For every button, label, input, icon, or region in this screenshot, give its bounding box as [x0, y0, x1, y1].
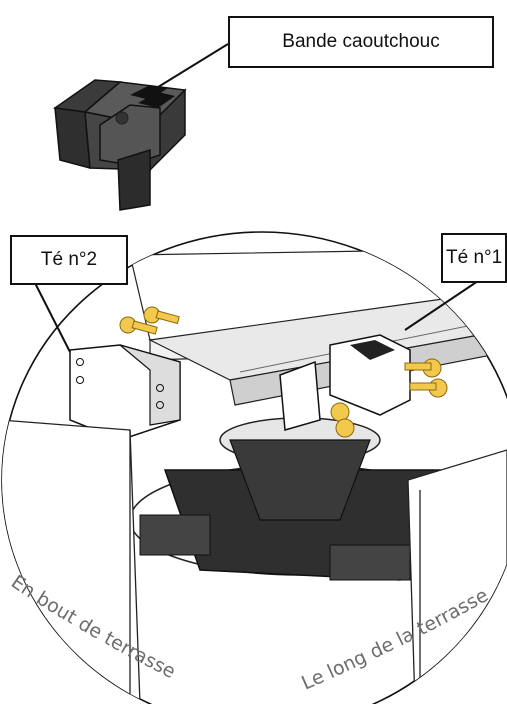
leader-line-tee-2	[34, 282, 71, 353]
callout-rubber-strip-text: Bande caoutchouc	[282, 31, 440, 52]
callout-tee-2-text: Té n°2	[40, 249, 98, 270]
callout-tee-1-text: Té n°1	[446, 247, 503, 268]
callout-tee-2: Té n°2	[10, 235, 128, 285]
leader-line-rubber-strip	[149, 43, 229, 93]
rubber-strip-accessory	[52, 79, 187, 211]
callout-tee-1: Té n°1	[441, 233, 507, 283]
callout-rubber-strip: Bande caoutchouc	[228, 16, 494, 68]
detail-circle	[1, 231, 507, 704]
leader-line-tee-1	[404, 280, 479, 331]
